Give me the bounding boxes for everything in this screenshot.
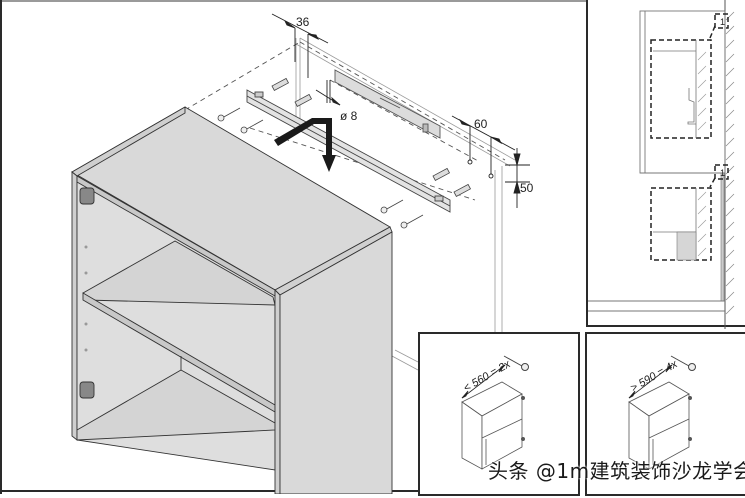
shelf-pin-holes xyxy=(84,245,88,352)
dimension-50 xyxy=(505,148,530,208)
section-detail-view: 1 1 xyxy=(588,0,735,329)
dimension-label-50: 50 xyxy=(520,181,534,195)
screws xyxy=(217,107,424,229)
watermark: 头条 @1m建筑装饰沙龙学会 xyxy=(488,459,745,483)
side-detail-panel: 1 1 xyxy=(586,0,745,329)
screw-icon xyxy=(670,355,696,371)
drill-diameter-label: ø 8 xyxy=(340,109,358,123)
callout-bottom: 1 xyxy=(720,168,725,178)
dimension-label-60: 60 xyxy=(474,117,488,131)
wall-plugs xyxy=(271,77,472,197)
dimension-36 xyxy=(271,13,329,78)
top-border xyxy=(0,0,745,2)
sub-panel-wide: > 590 = 4x xyxy=(585,332,745,496)
narrow-cabinet-view: < 560 = 2x xyxy=(461,355,529,470)
wall-cabinet xyxy=(71,106,393,494)
wall-strip xyxy=(334,69,441,139)
hinges xyxy=(79,187,95,399)
hanging-rail xyxy=(246,89,451,213)
wide-cabinet-view: > 590 = 4x xyxy=(628,355,696,470)
dimension-60 xyxy=(451,115,516,179)
screw-icon xyxy=(503,355,529,371)
mounting-arrow xyxy=(274,118,336,172)
callout-top: 1 xyxy=(720,17,725,27)
dimension-label-36: 36 xyxy=(296,15,310,29)
